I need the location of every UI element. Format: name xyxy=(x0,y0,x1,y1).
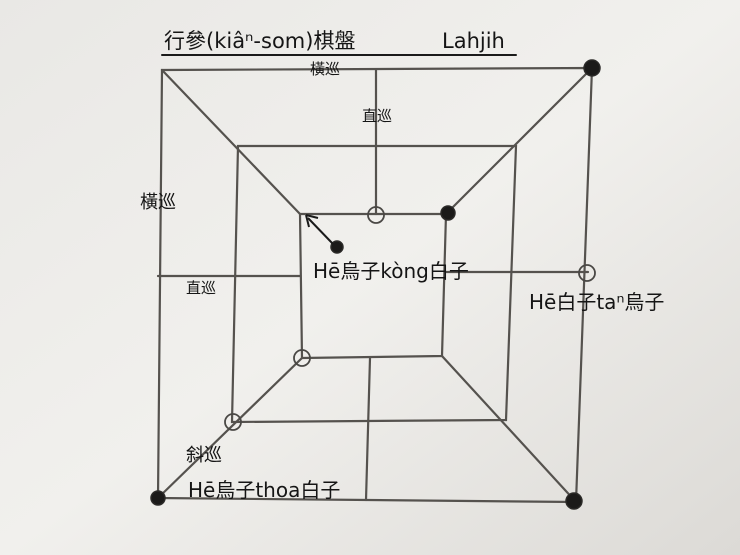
connector-bottom xyxy=(364,356,372,502)
diagonal-bottom-left xyxy=(156,356,304,500)
black-stone-bottom-left xyxy=(150,490,166,506)
black-stone-bottom-right xyxy=(565,492,583,510)
arrow-up-left-icon xyxy=(305,214,334,245)
label-horizontal-left: 橫巡 xyxy=(140,192,176,213)
white-stone-middle-bottom-left xyxy=(224,413,242,431)
annotation-bottom-move: Hē烏子thoa白子 xyxy=(188,478,340,502)
black-stone-center xyxy=(330,240,344,254)
title-text: 行參(kiâⁿ-som)棋盤 xyxy=(164,29,355,53)
black-stone-top-right xyxy=(583,59,601,77)
author-text: Lahjih xyxy=(442,29,505,53)
diagonal-bottom-right xyxy=(440,354,578,504)
diagonal-top-right xyxy=(444,66,594,216)
middle-square xyxy=(230,144,518,424)
annotation-center-move: Hē烏子kòng白子 xyxy=(313,259,469,283)
label-horizontal-top: 橫巡 xyxy=(310,60,340,78)
white-stone-inner-bottom-left xyxy=(293,349,311,367)
white-stone-right xyxy=(578,264,596,282)
black-stone-inner-top-right xyxy=(440,205,456,221)
diagonal-top-left xyxy=(160,68,302,216)
white-stone-inner-top xyxy=(367,206,385,224)
label-vertical-left: 直巡 xyxy=(186,279,216,297)
label-vertical-upper: 直巡 xyxy=(362,107,392,125)
annotation-right-move: Hē白子taⁿ烏子 xyxy=(529,290,664,314)
label-diagonal: 斜巡 xyxy=(186,445,222,466)
